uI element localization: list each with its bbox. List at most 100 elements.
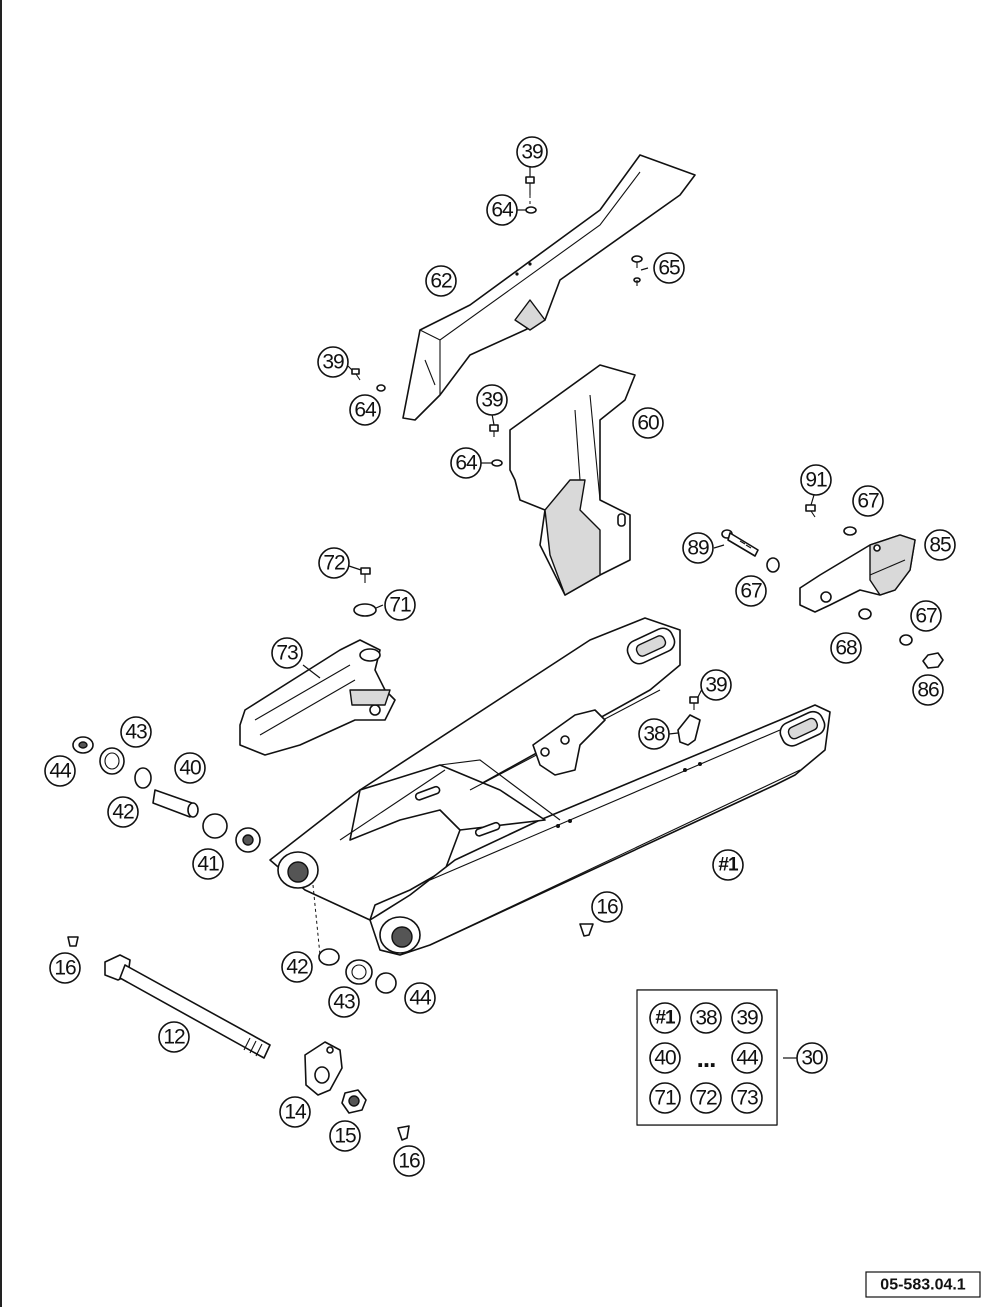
callout-39-top: 39	[516, 136, 548, 168]
svg-text:72: 72	[695, 1087, 717, 1110]
screw-washer-left	[351, 368, 386, 392]
chain-slider	[239, 639, 396, 756]
callout-16-bottom: 16	[393, 1145, 425, 1177]
adjuster-plate	[304, 1041, 343, 1096]
svg-text:64: 64	[354, 399, 377, 422]
callout-62: 62	[425, 265, 457, 297]
kit-item-38: 38	[690, 1002, 722, 1034]
callout-16-mid: 16	[591, 891, 623, 923]
cap-71	[353, 603, 377, 617]
svg-text:44: 44	[49, 760, 72, 783]
callout-44-right: 44	[404, 982, 436, 1014]
callout-65: 65	[653, 252, 685, 284]
svg-text:41: 41	[197, 853, 219, 876]
callout-67-mid: 67	[735, 575, 767, 607]
svg-text:73: 73	[276, 642, 298, 665]
svg-text:71: 71	[654, 1087, 676, 1110]
callout-42-right: 42	[281, 951, 313, 983]
callouts: 39 64 65 62 39 64 39 60 64 91 67 89 85 6…	[44, 136, 956, 1177]
callout-16-left: 16	[49, 952, 81, 984]
screw-91	[805, 504, 816, 518]
grease-nipple-mid	[579, 923, 594, 937]
svg-text:38: 38	[695, 1007, 717, 1030]
svg-text:64: 64	[455, 452, 478, 475]
kit-item-39: 39	[731, 1002, 763, 1034]
guide-bracket-38	[677, 696, 701, 746]
svg-text:72: 72	[323, 552, 345, 575]
callout-38: 38	[638, 718, 670, 750]
callout-44-left: 44	[44, 755, 76, 787]
callout-12: 12	[158, 1021, 190, 1053]
svg-text:85: 85	[929, 534, 951, 557]
nut-15	[341, 1089, 367, 1114]
kit-item-72: 72	[690, 1082, 722, 1114]
svg-text:16: 16	[596, 896, 618, 919]
svg-text:67: 67	[740, 580, 762, 603]
svg-text:#1: #1	[718, 855, 739, 876]
svg-text:73: 73	[736, 1087, 758, 1110]
callout-40: 40	[174, 752, 206, 784]
kit-item-71: 71	[649, 1082, 681, 1114]
svg-text:39: 39	[705, 674, 727, 697]
callout-91: 91	[800, 464, 832, 496]
callout-67-right: 67	[910, 600, 942, 632]
screw-top	[525, 176, 537, 214]
bolt-89	[721, 529, 759, 557]
svg-text:89: 89	[687, 537, 709, 560]
svg-text:42: 42	[286, 956, 308, 979]
kit-item-73: 73	[731, 1082, 763, 1114]
svg-text:91: 91	[805, 469, 827, 492]
callout-swingarm: #1	[712, 849, 744, 881]
svg-text:71: 71	[389, 594, 411, 617]
svg-text:44: 44	[736, 1047, 759, 1070]
callout-64-left: 64	[349, 394, 381, 426]
svg-text:39: 39	[521, 141, 543, 164]
drawing-number-box: 05-583.04.1	[865, 1271, 981, 1298]
svg-text:64: 64	[491, 199, 514, 222]
kit-range-ellipsis: ...	[697, 1043, 716, 1073]
callout-41: 41	[192, 848, 224, 880]
callout-64-guard: 64	[450, 447, 482, 479]
pivot-bearing-left-set	[72, 736, 261, 853]
kit-item-40: 40	[649, 1042, 681, 1074]
callout-43-left: 43	[120, 716, 152, 748]
svg-text:65: 65	[658, 257, 680, 280]
chain-guide-upper	[402, 154, 696, 421]
washer-67-top	[843, 526, 857, 536]
callout-39-left: 39	[317, 346, 349, 378]
drawing-number: 05-583.04.1	[880, 1277, 966, 1294]
svg-text:42: 42	[112, 801, 134, 824]
svg-text:#1: #1	[655, 1008, 676, 1029]
chain-guard	[509, 364, 636, 596]
svg-text:16: 16	[54, 957, 76, 980]
kit-item-swingarm: #1	[649, 1002, 681, 1034]
callout-43-right: 43	[328, 986, 360, 1018]
svg-text:62: 62	[430, 270, 452, 293]
callout-72: 72	[318, 547, 350, 579]
callout-85: 85	[924, 529, 956, 561]
callout-86: 86	[912, 674, 944, 706]
svg-text:40: 40	[179, 757, 201, 780]
grease-nipple-bottom	[397, 1125, 410, 1141]
svg-text:44: 44	[409, 987, 432, 1010]
svg-text:38: 38	[643, 723, 665, 746]
svg-text:67: 67	[857, 490, 879, 513]
callout-68: 68	[830, 632, 862, 664]
svg-text:40: 40	[654, 1047, 676, 1070]
swingarm	[269, 617, 831, 956]
callout-64-top: 64	[486, 194, 518, 226]
svg-text:43: 43	[125, 721, 147, 744]
callout-39-bracket: 39	[700, 669, 732, 701]
svg-text:16: 16	[398, 1150, 420, 1173]
svg-text:39: 39	[481, 389, 503, 412]
svg-text:39: 39	[736, 1007, 758, 1030]
callout-67-top: 67	[852, 485, 884, 517]
callout-89: 89	[682, 532, 714, 564]
svg-text:39: 39	[322, 351, 344, 374]
pivot-shaft	[104, 954, 271, 1059]
svg-text:86: 86	[917, 679, 939, 702]
svg-text:12: 12	[163, 1026, 185, 1049]
callout-30-kit: 30	[796, 1042, 828, 1074]
